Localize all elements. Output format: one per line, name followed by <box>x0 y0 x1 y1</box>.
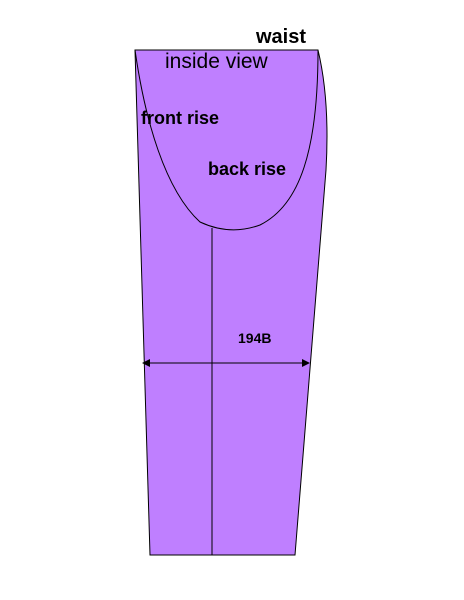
rise-curve <box>134 49 319 231</box>
measurement-label: 194B <box>238 330 272 346</box>
leg-panel <box>134 49 328 556</box>
back-rise-label: back rise <box>208 159 287 179</box>
waist-label: waist <box>256 26 307 48</box>
front-rise-label: front rise <box>141 108 220 128</box>
inside-view-label: inside view <box>165 50 268 73</box>
